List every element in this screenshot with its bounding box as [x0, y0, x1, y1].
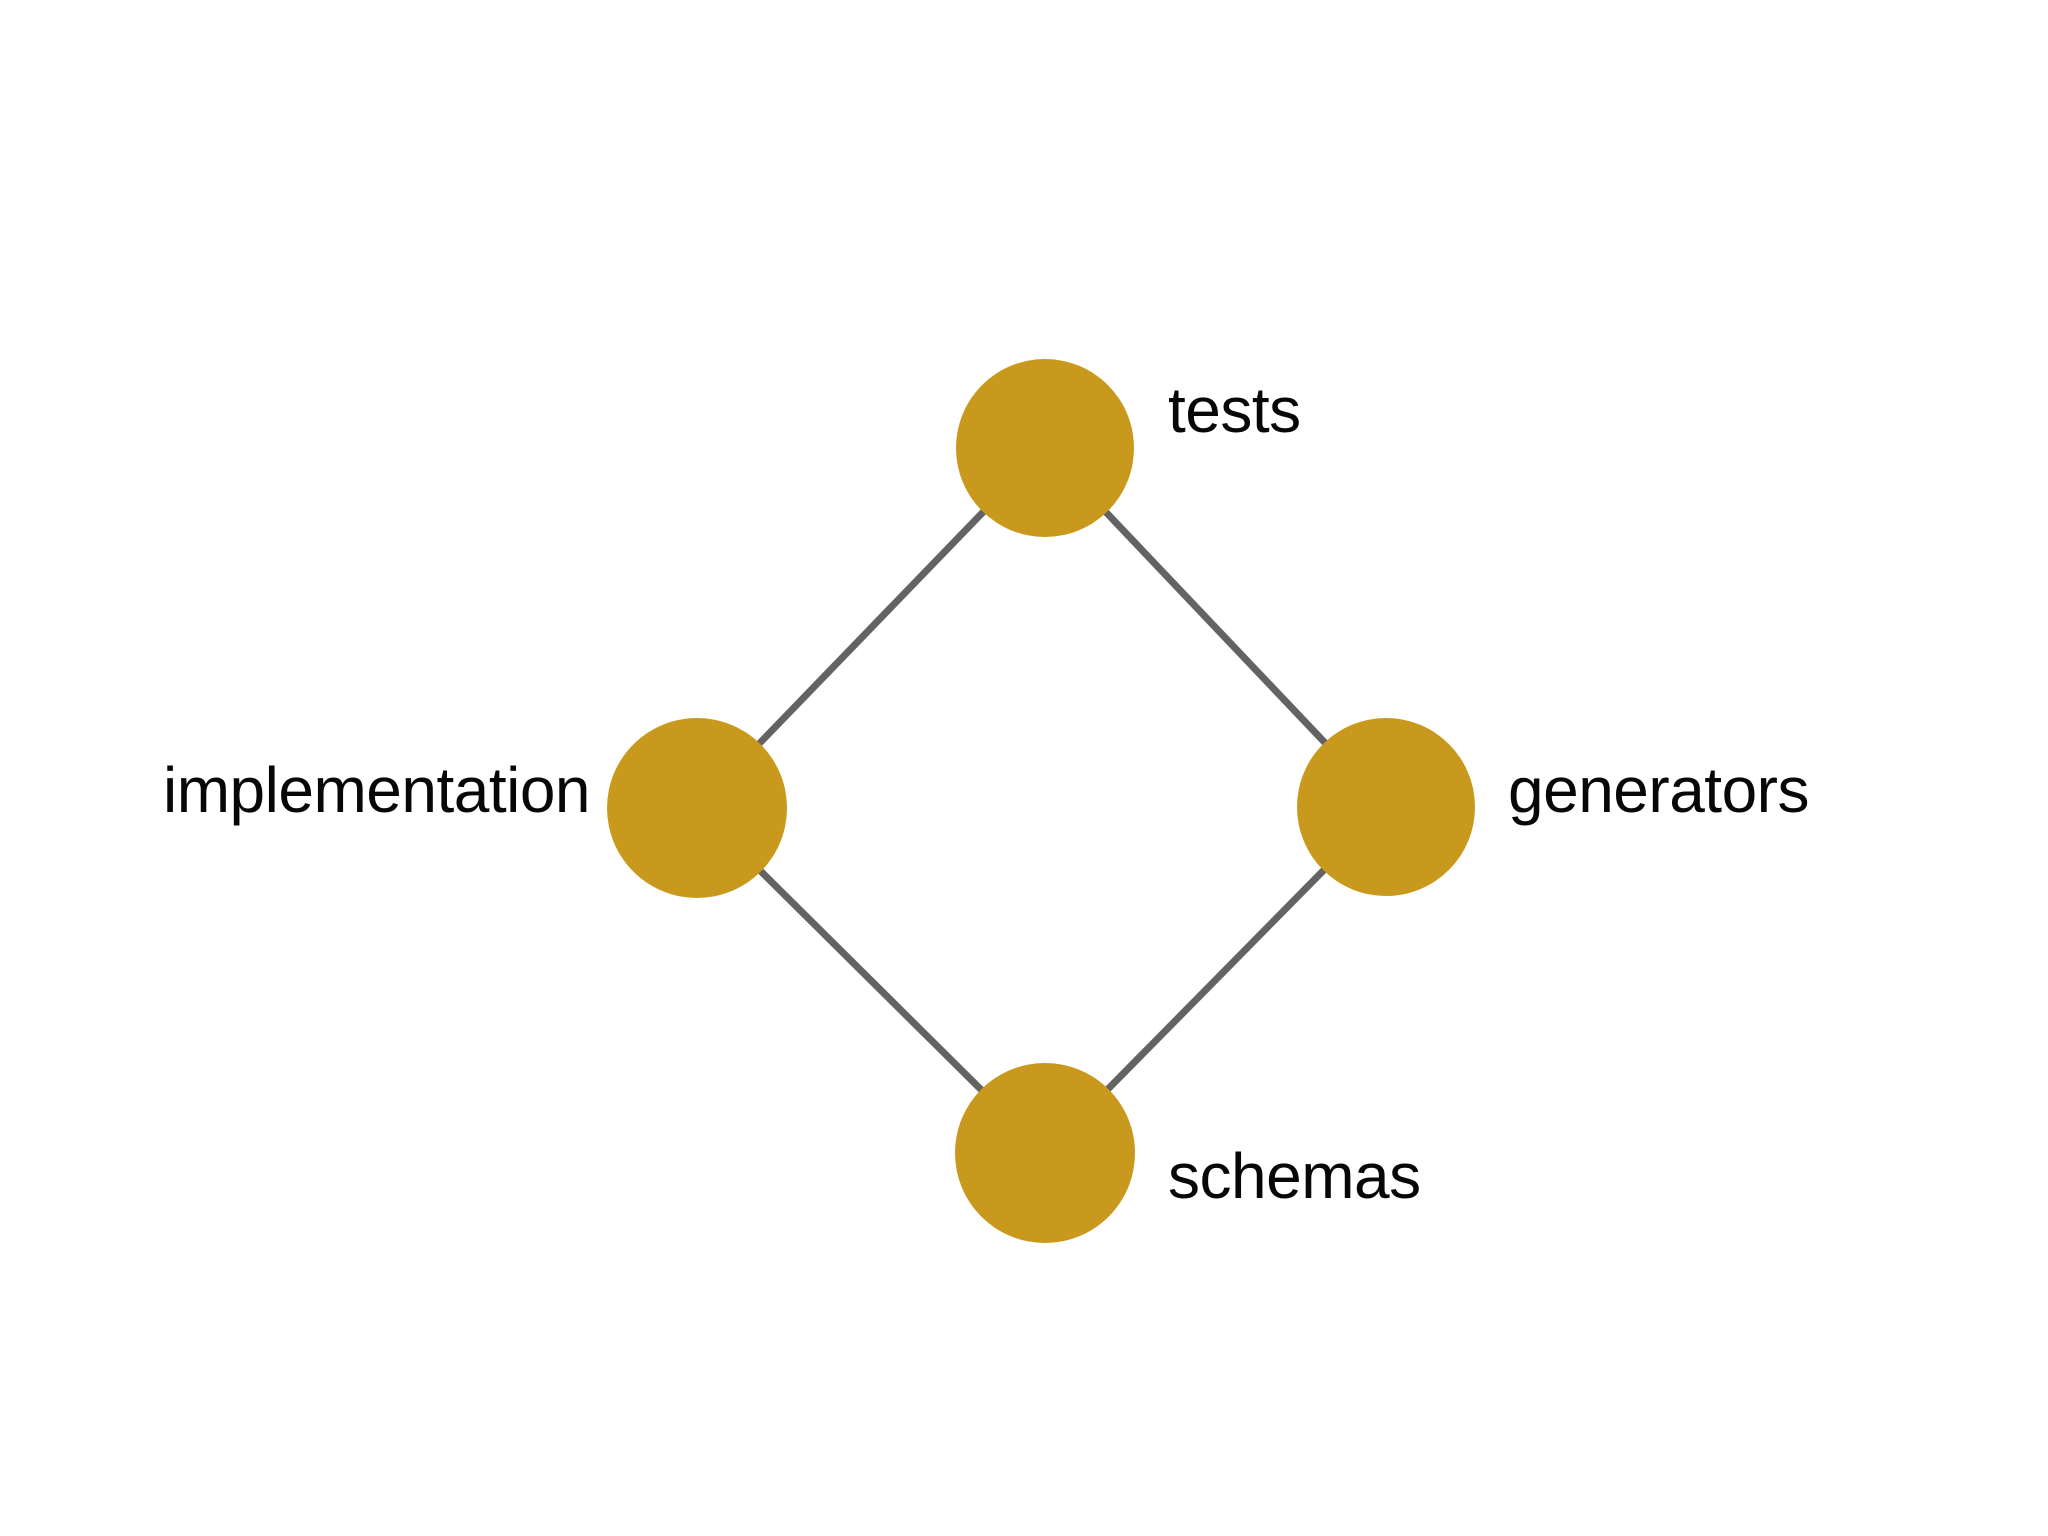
node-layer [607, 359, 1475, 1243]
node-tests[interactable] [956, 359, 1134, 537]
node-label-tests: tests [1168, 374, 1301, 446]
node-schemas[interactable] [955, 1063, 1135, 1243]
node-label-schemas: schemas [1168, 1140, 1421, 1212]
node-generators[interactable] [1297, 718, 1475, 896]
node-implementation[interactable] [607, 718, 787, 898]
edge-layer [694, 445, 1389, 1156]
node-label-implementation: implementation [163, 754, 591, 826]
node-label-generators: generators [1508, 754, 1809, 826]
